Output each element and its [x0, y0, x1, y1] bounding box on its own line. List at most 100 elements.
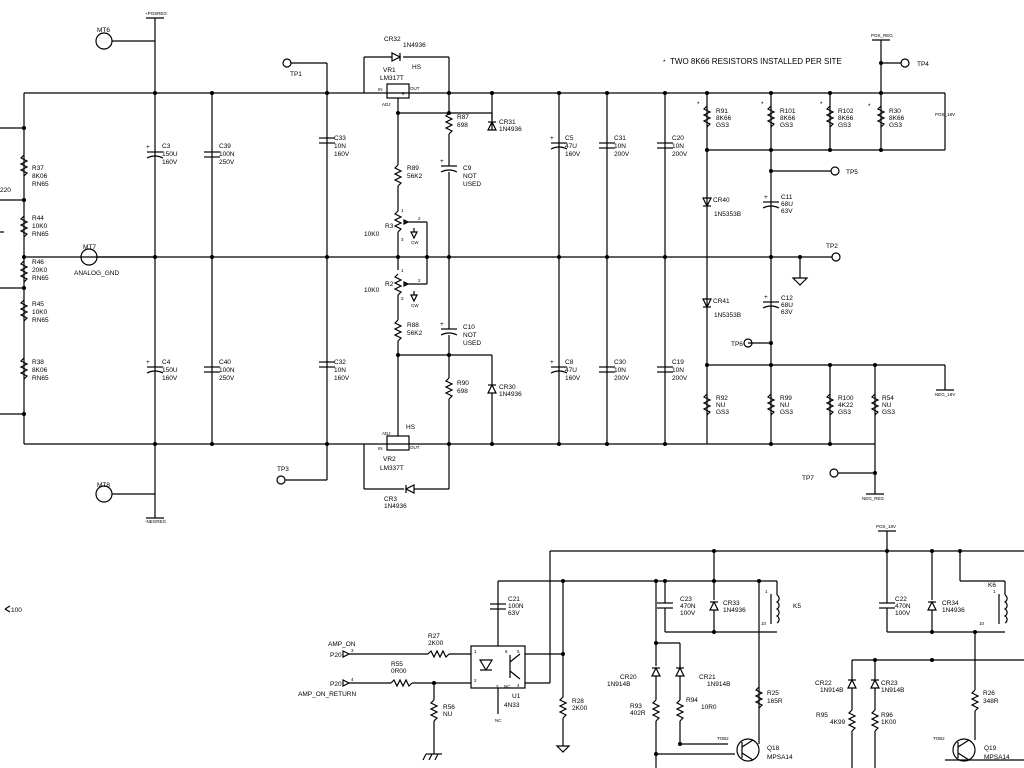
mt8-label: MT8	[97, 482, 110, 489]
cr22-val: 1N914B	[820, 687, 844, 694]
vr2-ref: VR2	[383, 456, 396, 463]
r3-val: 10K0	[364, 231, 380, 238]
regulator-vr1: VR1 LM317T HS IN OUT ADJ 2 CR32 1N4936	[363, 36, 450, 107]
cr20-ref: CR20	[620, 674, 637, 681]
cr20-val: 1N914B	[607, 681, 631, 688]
r102-type: GS3	[838, 122, 851, 129]
r3-pin2: 2	[418, 216, 421, 221]
c8-ref: C8	[565, 359, 574, 366]
r101-ref: R101	[780, 108, 796, 115]
r30-val: 8K66	[889, 115, 905, 122]
vr1-pin2: 2	[402, 91, 405, 96]
r28-ref: R28	[572, 698, 584, 705]
q19-tob2: TOB2	[933, 736, 945, 741]
r90-val: 698	[457, 388, 468, 395]
c9-val: NOT	[463, 173, 477, 180]
tp2-label: TP2	[826, 243, 838, 250]
vr2-in: IN	[378, 446, 383, 451]
r38-type: RN65	[32, 375, 49, 382]
u1-pin2: 2	[474, 678, 477, 683]
pos-18v-label-a: POS_18V	[935, 112, 955, 117]
plus-c4: +	[146, 359, 150, 366]
p20-label-b: P20	[330, 681, 342, 688]
c31-val: 10N	[614, 143, 626, 150]
u1-nc: NC	[504, 684, 511, 689]
star-r101: *	[761, 101, 764, 108]
r3-cw: CW	[411, 240, 419, 245]
tp4-label: TP4	[917, 61, 929, 68]
u1-pin5: 5	[517, 649, 520, 654]
r54-type: GS3	[882, 409, 895, 416]
cr40-val: 1N5353B	[714, 211, 741, 218]
amp-on-section: 100 AMP_ON P20 P20 AMP_ON_RETURN 3 4 R27…	[4, 550, 1024, 761]
r87-ref: R87	[457, 114, 469, 121]
u1-pin6: 6	[505, 649, 508, 654]
posreg-label: +POSREG	[145, 11, 167, 16]
c39-val: 100N	[219, 151, 235, 158]
c3-val: 150U	[162, 151, 178, 158]
c8-val: 47U	[565, 367, 577, 374]
note-text: TWO 8K66 RESISTORS INSTALLED PER SITE	[670, 57, 842, 66]
r93-ref: R93	[630, 703, 642, 710]
vr2-part: LM337T	[380, 465, 404, 472]
c32-ref: C32	[334, 359, 346, 366]
c30-volt: 200V	[614, 375, 630, 382]
relay-driver-k5: C23 470N 100V CR33 1N4936 K5 1 10 CR20 1…	[607, 551, 801, 768]
c40-volt: 250V	[219, 375, 235, 382]
r54-val: NU	[882, 402, 892, 409]
r46-val: 20K0	[32, 267, 48, 274]
r3-pin3: 3	[401, 237, 404, 242]
r44-ref: R44	[32, 215, 44, 222]
star-r91: *	[697, 101, 700, 108]
pos-reg-label: POS_REG	[871, 33, 893, 38]
tp5-label: TP5	[846, 169, 858, 176]
r87-val: 698	[457, 122, 468, 129]
mt6-label: MT6	[97, 27, 110, 34]
cr31-ref: CR31	[499, 119, 516, 126]
r94-val: 10R0	[701, 704, 717, 711]
r96-val: 1K00	[881, 719, 897, 726]
r45-val: 10K0	[32, 309, 48, 316]
r26-ref: R26	[983, 690, 995, 697]
vr2-out: OUT	[410, 445, 420, 450]
r27-val: 2K00	[428, 640, 444, 647]
u1-pin4: 4	[517, 683, 520, 688]
r2-pin3: 3	[401, 296, 404, 301]
r3-ref: R3	[385, 223, 394, 230]
r45-ref: R45	[32, 301, 44, 308]
u1-val: 4N33	[504, 702, 520, 709]
k5-pin10: 10	[761, 621, 767, 626]
r45-type: RN65	[32, 317, 49, 324]
r100-ref: R100	[838, 395, 854, 402]
adjust-network: R89 56K2 R3 10K0 1 2 3 CW R2 10K0 1 2 3 …	[364, 93, 522, 444]
c23-val: 470N	[680, 603, 696, 610]
c20-ref: C20	[672, 135, 684, 142]
plus-c9: +	[440, 158, 444, 165]
q18-ref: Q18	[767, 745, 780, 752]
u1-ref: U1	[512, 693, 521, 700]
regulator-vr2: VR2 LM337T HS IN OUT ADJ CR3 1N4936	[363, 424, 450, 510]
r91-type: GS3	[716, 122, 729, 129]
c11-val: 68U	[781, 201, 793, 208]
r90-ref: R90	[457, 380, 469, 387]
c11-volt: 63V	[781, 208, 793, 215]
r2-pin2: 2	[418, 278, 421, 283]
c23-ref: C23	[680, 596, 692, 603]
c31-volt: 200V	[614, 151, 630, 158]
c9-ref: C9	[463, 165, 472, 172]
c33-val: 10N	[334, 143, 346, 150]
negreg-label: -NEGREG	[145, 519, 167, 524]
plus-c11: +	[764, 194, 768, 201]
c19-volt: 200V	[672, 375, 688, 382]
tp7-label: TP7	[802, 475, 814, 482]
c10-ref: C10	[463, 324, 475, 331]
cr23-val: 1N914B	[881, 687, 905, 694]
c22-ref: C22	[895, 596, 907, 603]
r91-ref: R91	[716, 108, 728, 115]
c21-val: 100N	[508, 603, 524, 610]
r2-cw: CW	[411, 303, 419, 308]
r30-ref: R30	[889, 108, 901, 115]
k6-pin10: 10	[979, 621, 985, 626]
r2-val: 10K0	[364, 287, 380, 294]
cr30-ref: CR30	[499, 384, 516, 391]
